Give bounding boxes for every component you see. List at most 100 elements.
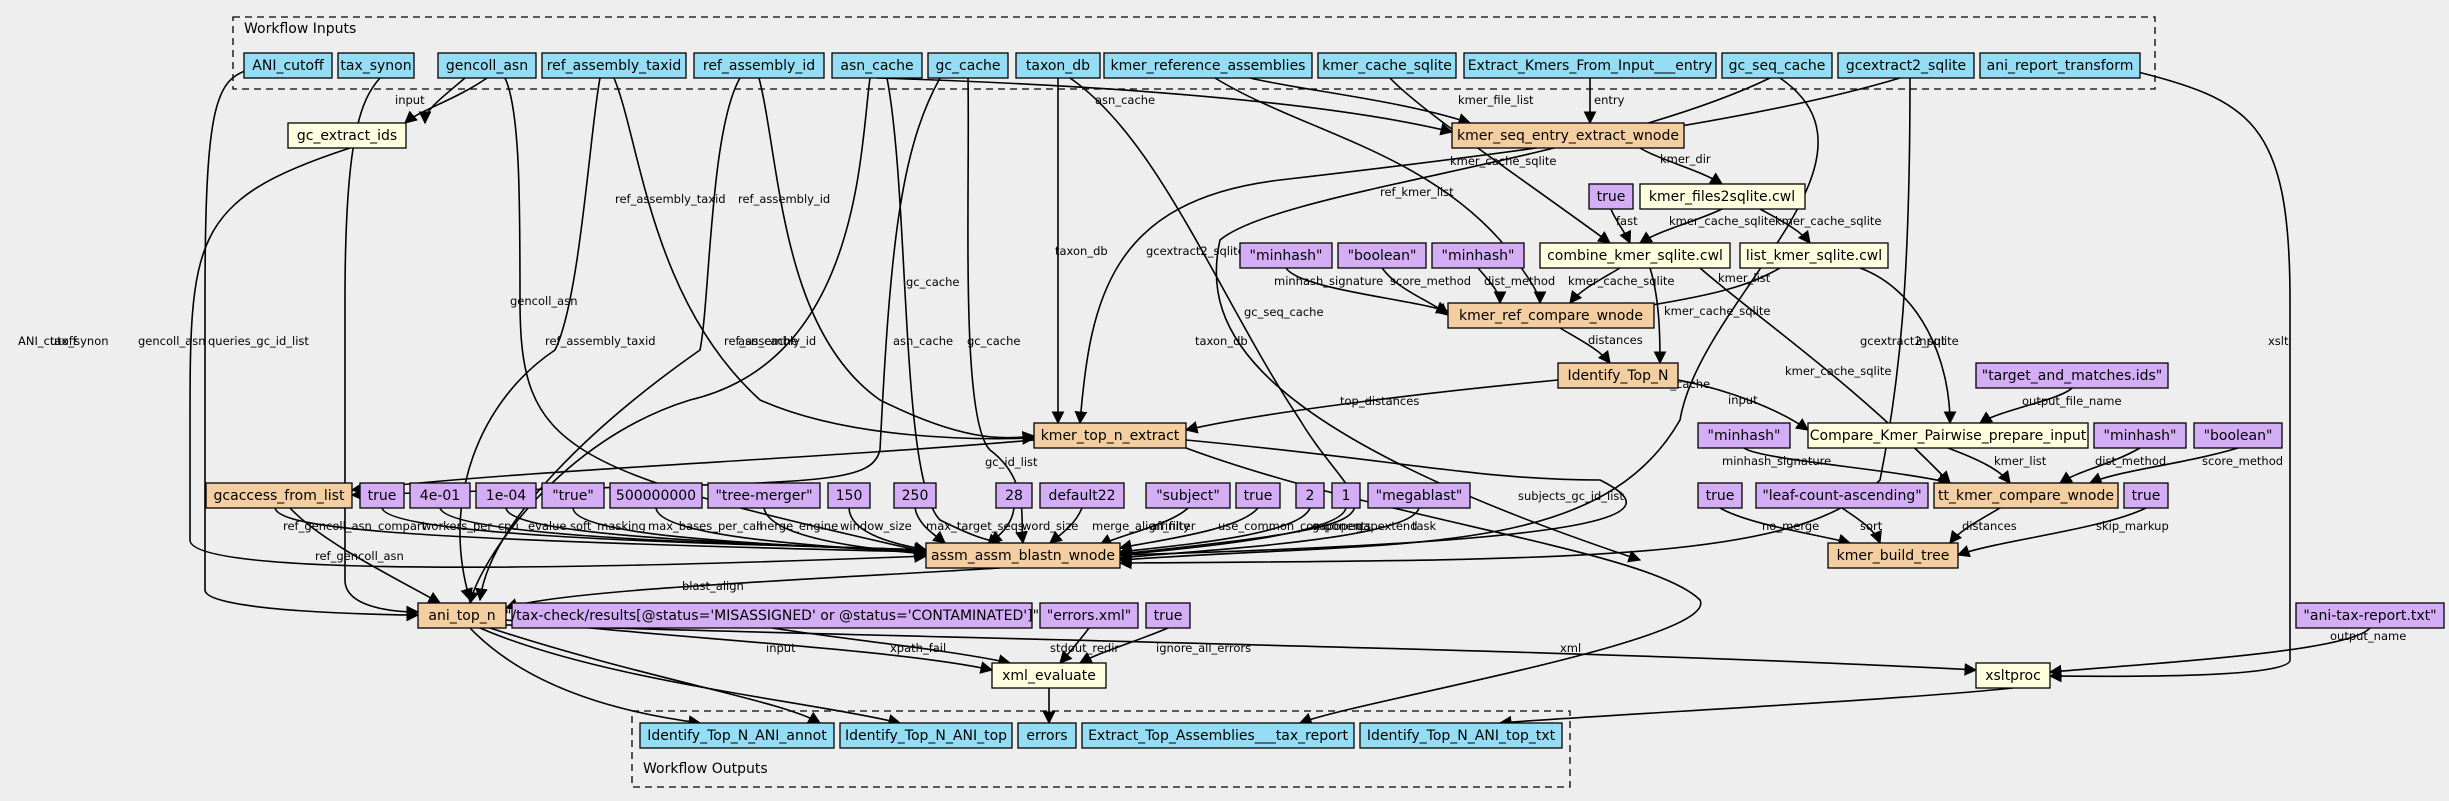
input-gcextract2-sqlite[interactable]: gcextract2_sqlite [1837,52,1975,79]
edge-label: ref_assembly_taxid [545,334,656,348]
input-gc-seq-cache[interactable]: gc_seq_cache [1721,52,1833,79]
edge [1498,687,2014,729]
const-28[interactable]: 28 [995,482,1033,509]
const-1e-04[interactable]: 1e-04 [475,482,537,509]
const-1[interactable]: 1 [1331,482,1361,509]
svg-text:kmer_build_tree: kmer_build_tree [1837,548,1950,564]
const-true-skip-markup[interactable]: true [2123,482,2169,509]
edge [504,77,928,556]
output-errors[interactable]: errors [1017,722,1077,749]
edge-label: ignore_all_errors [1156,641,1251,655]
input-asn-cache[interactable]: asn_cache [831,52,923,79]
output-extract-top-assemblies-tax-report[interactable]: Extract_Top_Assemblies___tax_report [1081,722,1355,749]
input-ref-assembly-taxid[interactable]: ref_assembly_taxid [541,52,687,79]
const-tree-merger[interactable]: "tree-merger" [707,482,821,509]
edge [1118,507,1311,558]
const-minhash-dist-2[interactable]: "minhash" [2093,422,2187,449]
edge [1859,267,1957,425]
input-ani-report-transform[interactable]: ani_report_transform [1979,52,2141,79]
node-kmer-top-n-extract[interactable]: kmer_top_n_extract [1033,422,1187,449]
input-gencoll-asn[interactable]: gencoll_asn [437,52,537,79]
edge-label: gc_id_list [985,455,1038,469]
edge [1249,77,1472,126]
const-target-and-matches[interactable]: "target_and_matches.ids" [1975,362,2169,389]
node-identify-top-n[interactable]: Identify_Top_N [1557,362,1679,389]
input-taxon-db[interactable]: taxon_db [1015,52,1101,79]
node-kmer-build-tree[interactable]: kmer_build_tree [1827,542,1959,569]
edge-label: taxon_db [1195,334,1248,348]
const-default22[interactable]: default22 [1039,482,1125,509]
const-2[interactable]: 2 [1295,482,1325,509]
svg-text:"minhash": "minhash" [2104,428,2177,444]
input-tax-synon[interactable]: tax_synon [337,52,415,79]
svg-text:gc_cache: gc_cache [935,58,1000,74]
edge-label: kmer_file_list [1458,93,1534,107]
svg-text:tt_kmer_compare_wnode: tt_kmer_compare_wnode [1938,488,2114,504]
const-megablast[interactable]: "megablast" [1367,482,1471,509]
const-boolean-2[interactable]: "boolean" [2193,422,2283,449]
const-true-string[interactable]: "true" [541,482,605,509]
const-errors-xml[interactable]: "errors.xml" [1039,602,1139,629]
node-combine-kmer-sqlite[interactable]: combine_kmer_sqlite.cwl [1539,242,1731,269]
const-250[interactable]: 250 [893,482,937,509]
node-ani-top-n[interactable]: ani_top_n [417,602,507,629]
edge-label: score_method [1390,274,1471,288]
const-boolean-1[interactable]: "boolean" [1337,242,1427,269]
edge [404,77,488,124]
input-ani-cutoff[interactable]: ANI_cutoff [243,52,333,79]
const-minhash-dist-1[interactable]: "minhash" [1431,242,1525,269]
const-true-fast[interactable]: true [1588,183,1634,210]
svg-text:gc_extract_ids: gc_extract_ids [297,128,397,144]
edge-label: dist_method [2095,454,2166,468]
edge-label: task [1412,519,1437,533]
node-tt-kmer-compare-wnode[interactable]: tt_kmer_compare_wnode [1933,482,2119,509]
node-kmer-files2sqlite[interactable]: kmer_files2sqlite.cwl [1639,183,1806,210]
edge-label: kmer_cache_sqlite [1450,154,1557,168]
output-identify-top-n-ani-annot[interactable]: Identify_Top_N_ANI_annot [639,722,835,749]
output-identify-top-n-ani-top[interactable]: Identify_Top_N_ANI_top [839,722,1013,749]
const-150[interactable]: 150 [827,482,871,509]
const-true-ignore-errors[interactable]: true [1145,602,1191,629]
input-kmer-cache-sqlite[interactable]: kmer_cache_sqlite [1317,52,1457,79]
const-xpath[interactable]: "/tax-check/results[@status='MISASSIGNED… [505,602,1039,629]
const-leaf-count-ascending[interactable]: "leaf-count-ascending" [1755,482,1929,509]
input-extract-kmers-entry[interactable]: Extract_Kmers_From_Input___entry [1463,52,1717,79]
svg-text:true: true [368,488,397,504]
const-minhash-signature-2[interactable]: "minhash" [1697,422,1791,449]
const-minhash-signature-1[interactable]: "minhash" [1239,242,1333,269]
svg-text:"megablast": "megablast" [1376,488,1463,504]
edge [418,77,466,125]
node-gcaccess-from-list[interactable]: gcaccess_from_list [205,482,353,509]
node-gc-extract-ids[interactable]: gc_extract_ids [287,122,407,149]
node-assm-assm-blastn-wnode[interactable]: assm_assm_blastn_wnode [925,542,1121,569]
edge [613,77,1036,445]
node-xml-evaluate[interactable]: xml_evaluate [991,662,1107,689]
svg-text:true: true [1154,608,1183,624]
edge-label: kmer_cache_sqlite [1568,274,1675,288]
const-true-use-common[interactable]: true [1235,482,1281,509]
const-true-no-merge[interactable]: true [1697,482,1743,509]
edge-label: asn_cache [893,334,953,348]
const-500000000[interactable]: 500000000 [609,482,703,509]
node-kmer-seq-entry-extract-wnode[interactable]: kmer_seq_entry_extract_wnode [1451,122,1685,149]
input-ref-assembly-id[interactable]: ref_assembly_id [693,52,825,79]
output-identify-top-n-ani-top-txt[interactable]: Identify_Top_N_ANI_top_txt [1359,722,1563,749]
svg-text:kmer_top_n_extract: kmer_top_n_extract [1041,428,1180,444]
node-list-kmer-sqlite[interactable]: list_kmer_sqlite.cwl [1739,242,1889,269]
const-true-compart[interactable]: true [359,482,405,509]
edge-label: merge_engine [756,519,838,533]
input-kmer-reference-assemblies[interactable]: kmer_reference_assemblies [1103,52,1313,79]
const-subject[interactable]: "subject" [1145,482,1231,509]
svg-text:"ani-tax-report.txt": "ani-tax-report.txt" [2303,608,2436,624]
node-compare-kmer-pairwise-prepare[interactable]: Compare_Kmer_Pairwise_prepare_input [1807,422,2089,449]
workflow-outputs-cluster: Workflow Outputs [631,710,1571,788]
svg-text:28: 28 [1005,488,1023,504]
const-ani-tax-report[interactable]: "ani-tax-report.txt" [2295,602,2445,629]
input-gc-cache[interactable]: gc_cache [927,52,1009,79]
edge [1841,507,1882,545]
node-xsltproc[interactable]: xsltproc [1975,662,2051,689]
edge [2088,447,2239,485]
node-kmer-ref-compare-wnode[interactable]: kmer_ref_compare_wnode [1447,302,1655,329]
const-4e-01[interactable]: 4e-01 [409,482,471,509]
edge [469,627,702,728]
